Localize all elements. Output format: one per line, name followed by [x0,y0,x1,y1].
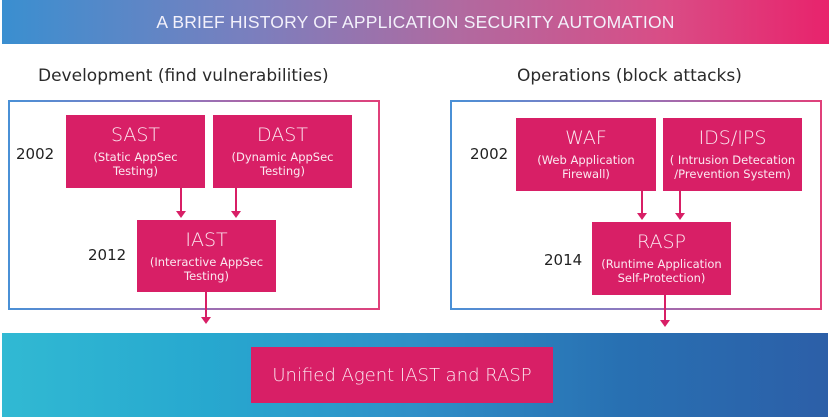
box-description: ( Intrusion Detecation /Prevention Syste… [669,153,796,182]
arrowhead [201,317,211,324]
rasp-box: RASP (Runtime Application Self-Protectio… [592,222,731,295]
box-title: DAST [257,124,308,147]
box-description: (Runtime Application Self-Protection) [601,257,722,286]
ids-ips-box: IDS/IPS ( Intrusion Detecation /Preventi… [663,118,802,191]
year-label: 2012 [88,246,127,264]
sast-box: SAST (Static AppSec Testing) [66,115,205,188]
arrowhead [660,320,670,327]
box-description: (Dynamic AppSec Testing) [231,150,334,179]
unified-agent-box: Unified Agent IAST and RASP [251,347,553,403]
box-description: (Interactive AppSec Testing) [149,254,264,283]
development-section-title: Development (find vulnerabilities) [38,66,329,86]
year-label: 2002 [470,145,509,163]
dast-box: DAST (Dynamic AppSec Testing) [213,115,352,188]
box-title: IAST [185,228,228,251]
box-description: (Static AppSec Testing) [93,150,178,179]
waf-box: WAF (Web Application Firewall) [516,118,656,191]
year-label: 2002 [16,145,55,163]
box-title: IDS/IPS [698,127,767,150]
year-label: 2014 [544,251,583,269]
box-title: RASP [637,231,686,254]
box-title: SAST [110,124,161,147]
box-title: WAF [565,127,607,150]
page-title: A BRIEF HISTORY OF APPLICATION SECURITY … [156,11,675,32]
iast-box: IAST (Interactive AppSec Testing) [137,220,276,292]
operations-section-title: Operations (block attacks) [517,66,742,86]
title-banner: A BRIEF HISTORY OF APPLICATION SECURITY … [2,0,829,44]
box-description: (Web Application Firewall) [537,153,635,182]
unified-agent-label: Unified Agent IAST and RASP [272,364,532,386]
